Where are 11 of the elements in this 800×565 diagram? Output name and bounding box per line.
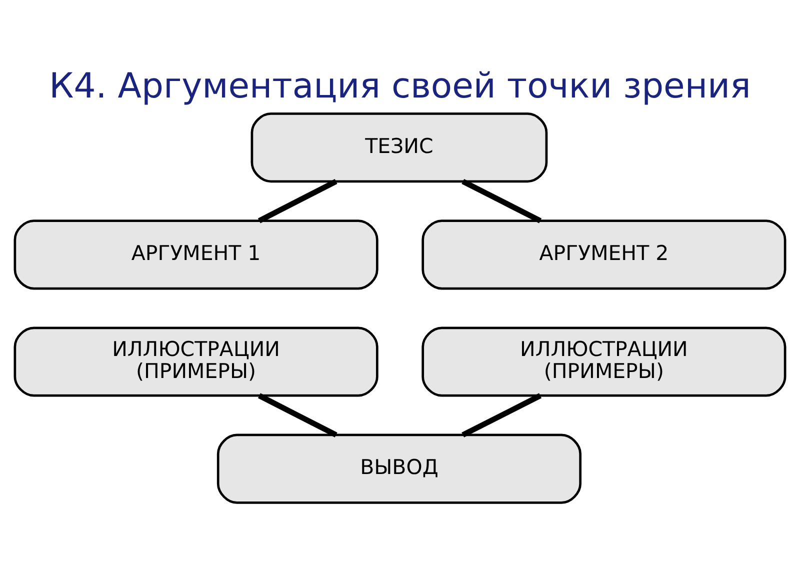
connector: [258, 178, 338, 223]
diagram-title: К4. Аргументация своей точки зрения: [49, 66, 751, 106]
node-box: ИЛЛЮСТРАЦИИ (ПРИМЕРЫ): [14, 326, 378, 396]
node-box: АРГУМЕНТ 2: [422, 219, 786, 290]
connector: [462, 178, 542, 223]
node-box: ВЫВОД: [216, 433, 582, 504]
node-box: АРГУМЕНТ 1: [14, 219, 378, 290]
connector: [258, 392, 338, 437]
node-box: ТЕЗИС: [250, 112, 548, 182]
node-box: ИЛЛЮСТРАЦИИ (ПРИМЕРЫ): [422, 326, 786, 396]
connector: [462, 392, 542, 437]
